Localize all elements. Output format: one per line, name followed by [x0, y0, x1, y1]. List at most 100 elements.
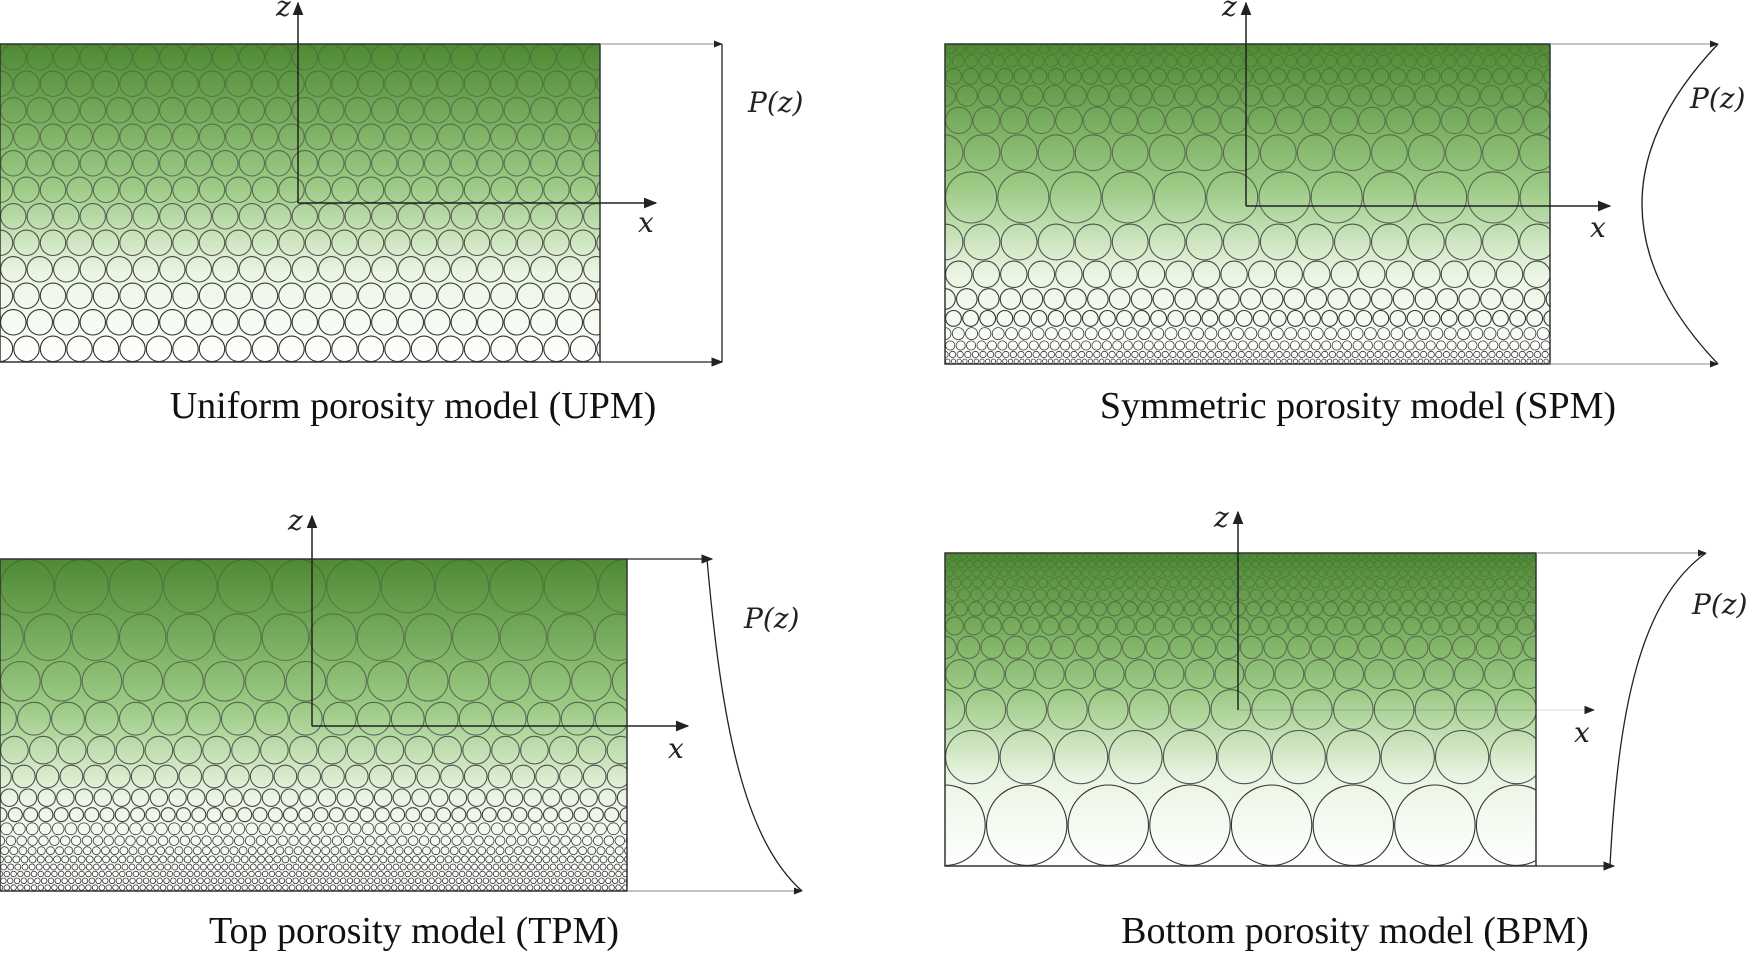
pore — [1121, 358, 1128, 364]
pore — [1244, 659, 1275, 690]
pore — [212, 835, 223, 846]
pore — [1170, 553, 1177, 560]
pore — [1527, 577, 1536, 589]
pore — [1154, 350, 1162, 359]
pore — [114, 863, 122, 871]
pore — [1405, 635, 1429, 660]
pore — [1298, 350, 1306, 359]
pore — [1414, 689, 1456, 730]
pore — [159, 150, 186, 177]
pore — [996, 309, 1014, 327]
pore — [1230, 350, 1238, 359]
pore — [1523, 327, 1537, 341]
pore — [1492, 309, 1509, 327]
pore — [17, 870, 24, 878]
pore — [9, 846, 19, 856]
pore — [1333, 223, 1371, 261]
pore — [959, 553, 967, 560]
pore — [437, 229, 464, 257]
pore — [945, 327, 952, 340]
pore — [1235, 553, 1243, 560]
pore — [385, 863, 393, 871]
pore — [261, 870, 269, 878]
pore — [159, 855, 168, 864]
pore — [107, 764, 131, 789]
pore — [547, 884, 554, 891]
pore — [265, 150, 292, 177]
pore — [410, 335, 438, 362]
pore — [411, 870, 418, 878]
pore — [1063, 560, 1072, 569]
pore — [1076, 358, 1082, 364]
pore — [571, 863, 578, 871]
pore — [1071, 327, 1085, 341]
pore — [569, 70, 597, 98]
pore — [542, 822, 556, 836]
pore — [1355, 358, 1361, 364]
pore — [1177, 560, 1186, 569]
pore — [1192, 635, 1217, 660]
pore — [1361, 358, 1367, 364]
pore — [1424, 553, 1432, 560]
pore — [543, 282, 570, 310]
pore — [1509, 358, 1515, 364]
pore — [317, 735, 347, 765]
pore — [496, 877, 503, 884]
pore — [1529, 588, 1536, 601]
pore — [413, 846, 422, 856]
pore — [951, 327, 965, 341]
pore — [1112, 340, 1123, 351]
pore — [414, 877, 422, 884]
pore — [1266, 577, 1277, 589]
pore — [1014, 560, 1023, 569]
pore — [172, 70, 199, 98]
pore — [1320, 577, 1332, 589]
pore — [183, 877, 191, 884]
pore — [251, 123, 279, 151]
pore — [1309, 358, 1316, 364]
pore — [411, 855, 420, 864]
pore — [1539, 602, 1553, 616]
pore — [1358, 106, 1386, 135]
pore — [1333, 560, 1341, 569]
pore — [979, 309, 997, 327]
pore — [1461, 601, 1478, 617]
pore — [1287, 635, 1311, 660]
pore — [1334, 635, 1358, 660]
pore — [1211, 588, 1225, 601]
pore — [1415, 340, 1426, 351]
pore — [265, 877, 272, 884]
pore — [316, 870, 323, 878]
pore — [119, 123, 146, 151]
pore — [41, 877, 48, 884]
pore — [258, 877, 265, 884]
pore — [39, 176, 67, 204]
pore — [455, 877, 462, 884]
pore — [1284, 54, 1297, 68]
pore — [1051, 635, 1075, 660]
pore — [1321, 67, 1339, 85]
pore — [1378, 358, 1384, 364]
pore — [1440, 588, 1453, 601]
pore — [92, 176, 120, 204]
pore — [0, 256, 27, 283]
pore — [1465, 350, 1473, 359]
pore — [489, 877, 496, 884]
pore — [1014, 601, 1030, 617]
pore — [257, 863, 264, 871]
pore — [1447, 560, 1456, 569]
pore — [1216, 635, 1240, 660]
pore — [207, 863, 214, 871]
pore — [159, 870, 167, 878]
pore — [281, 855, 290, 864]
pore — [499, 863, 507, 871]
pore — [1261, 288, 1284, 310]
pore — [1395, 358, 1401, 364]
x-label-spm: x — [1590, 211, 1606, 244]
pore — [1353, 568, 1363, 578]
pore — [1551, 341, 1560, 350]
pore — [1169, 689, 1211, 730]
pore — [1206, 340, 1217, 351]
pore — [1005, 54, 1018, 68]
pore — [1289, 340, 1300, 351]
